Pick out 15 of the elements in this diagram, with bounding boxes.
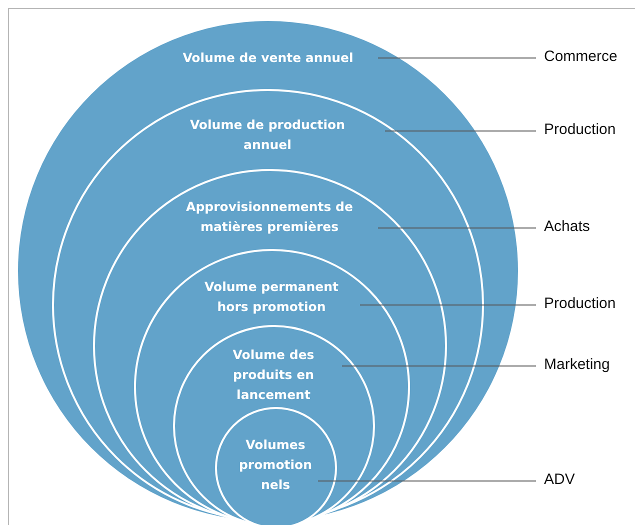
department-label: Achats [544,218,590,235]
circle-label: Volume des produits en lancement [232,346,316,404]
department-label: Production [544,295,616,312]
department-label: ADV [544,471,575,488]
department-label: Marketing [544,356,610,373]
circle-label: Volume permanent hors promotion [204,278,340,316]
leader-line [318,480,536,482]
circle-label: Approvisionnements de matières premières [185,198,354,236]
leader-line [360,304,536,306]
circle-label: Volumes promotion nels [238,436,314,494]
circle-label: Volume de production annuel [188,116,346,154]
leader-line [384,130,536,132]
department-label: Production [544,121,616,138]
circle-label: Volume de vente annuel [182,49,354,67]
department-label: Commerce [544,48,618,65]
